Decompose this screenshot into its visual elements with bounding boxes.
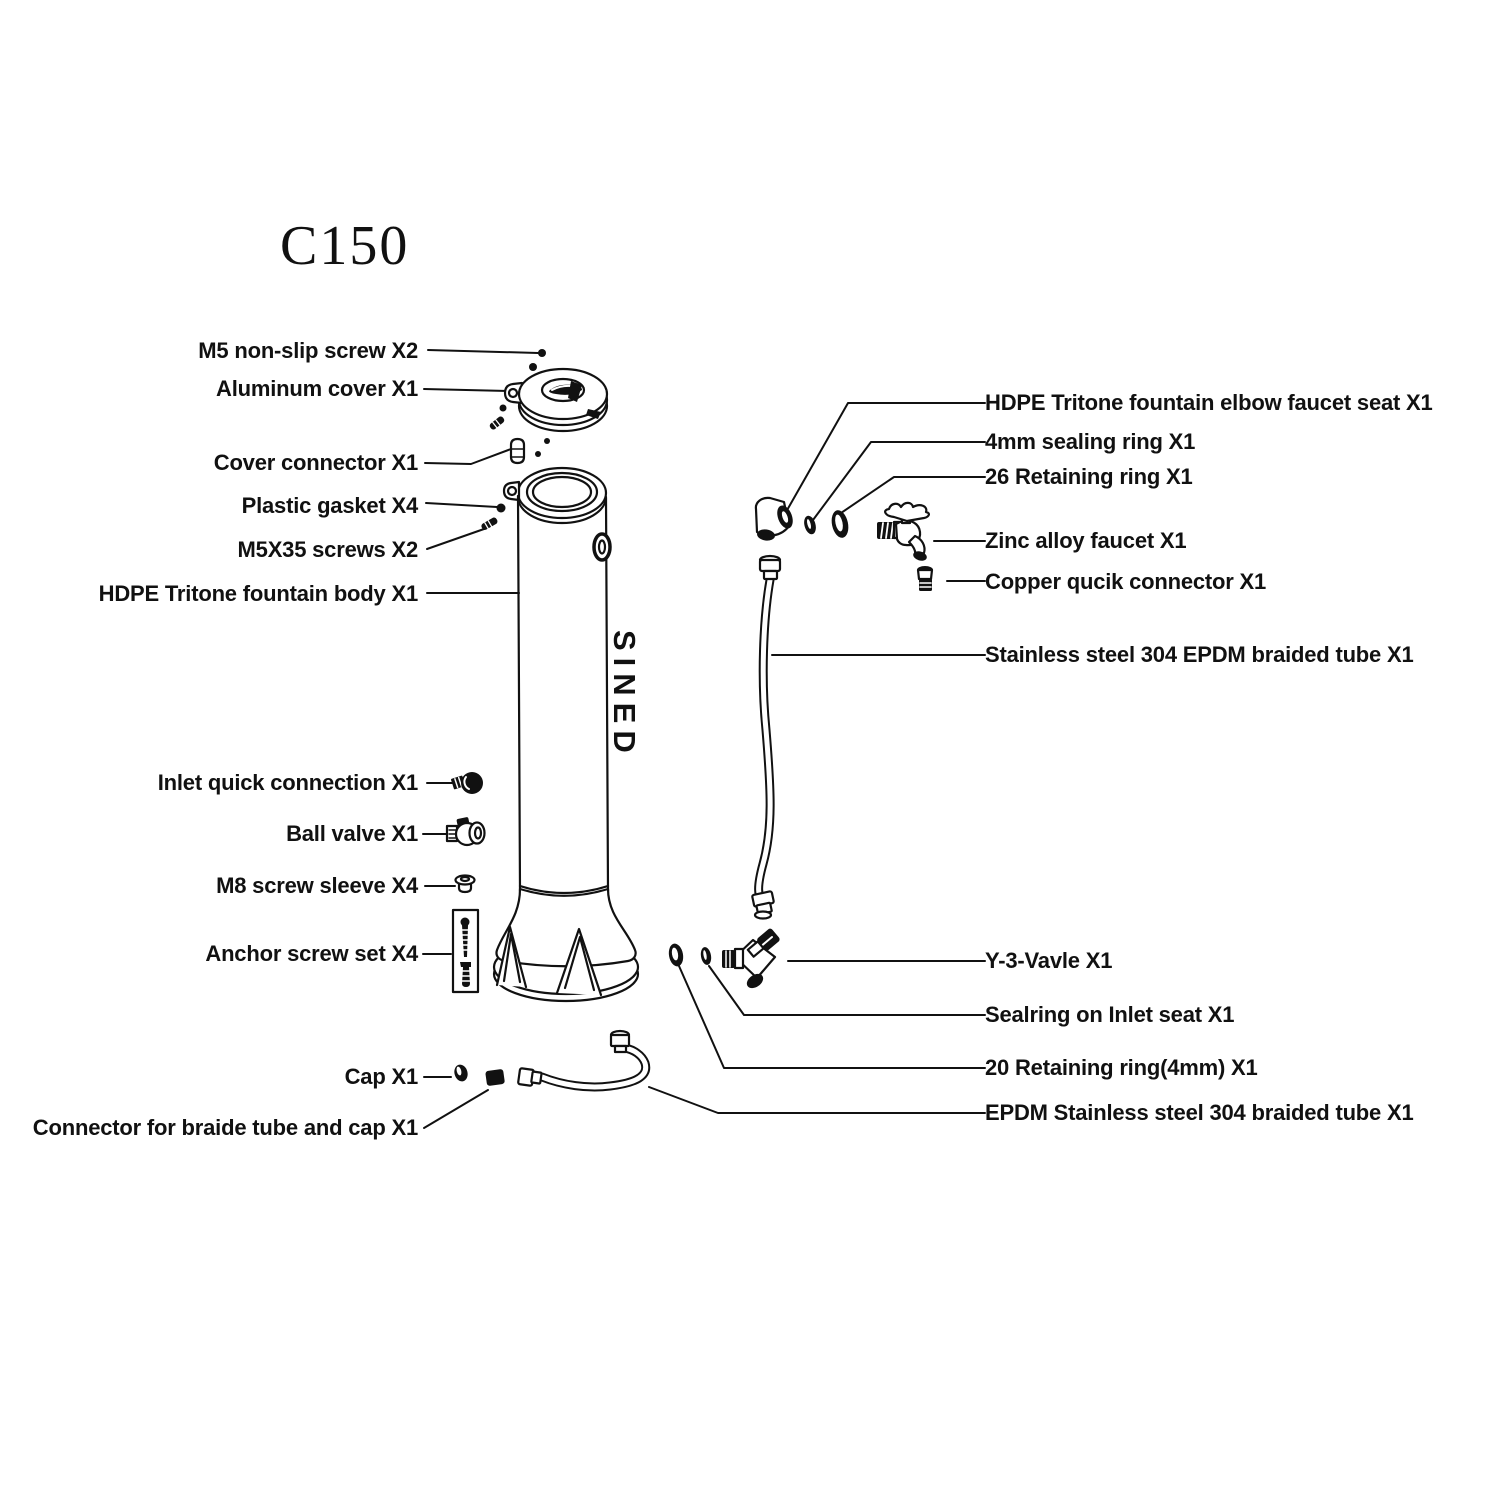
label-inlet-quick-connection: Inlet quick connection X1 <box>157 770 418 795</box>
label-cover-connector: Cover connector X1 <box>213 450 418 475</box>
m5x35-screw-drawing <box>481 517 498 530</box>
label-4mm-sealing-ring: 4mm sealing ring X1 <box>985 429 1196 454</box>
braided-tube-long-drawing <box>751 554 782 920</box>
retaining-ring-20-drawing <box>668 943 684 967</box>
angled-screw-1 <box>489 416 505 430</box>
label-sealring-inlet-seat: Sealring on Inlet seat X1 <box>985 1002 1235 1027</box>
sealring-inlet-drawing <box>700 947 712 965</box>
label-copper-quick-connector: Copper qucik connector X1 <box>985 569 1267 594</box>
body-brand-text: SINED <box>607 630 642 760</box>
aluminum-cover-drawing <box>503 367 609 433</box>
y3-valve-drawing <box>722 928 780 989</box>
leader-lines <box>422 349 986 1129</box>
label-braide-tube-connector: Connector for braide tube and cap X1 <box>32 1115 418 1140</box>
m5-screws-drawing <box>499 349 550 457</box>
label-zinc-alloy-faucet: Zinc alloy faucet X1 <box>985 528 1187 553</box>
label-elbow-faucet-seat: HDPE Tritone fountain elbow faucet seat … <box>985 390 1433 415</box>
body-logo-ring <box>592 532 612 562</box>
fountain-body-drawing: SINED <box>492 466 642 1003</box>
tube-cap-connector-drawing <box>485 1069 505 1086</box>
label-plastic-gasket: Plastic gasket X4 <box>241 493 419 518</box>
label-ball-valve: Ball valve X1 <box>286 821 418 846</box>
label-epdm-braided-tube: EPDM Stainless steel 304 braided tube X1 <box>985 1100 1414 1125</box>
sealing-ring-4mm-drawing <box>804 515 816 535</box>
label-26-retaining-ring: 26 Retaining ring X1 <box>985 464 1193 489</box>
anchor-screw-set-drawing <box>451 908 480 994</box>
retaining-ring-26-drawing <box>831 510 849 538</box>
cap-drawing <box>454 1064 468 1082</box>
label-m8-screw-sleeve: M8 screw sleeve X4 <box>216 873 418 898</box>
plastic-gasket-drawing <box>496 503 506 513</box>
label-cap: Cap X1 <box>344 1064 419 1089</box>
label-m5-non-slip-screw: M5 non-slip screw X2 <box>198 338 418 363</box>
page-title: C150 <box>280 215 410 277</box>
label-fountain-body: HDPE Tritone fountain body X1 <box>98 581 419 606</box>
elbow-faucet-seat-drawing <box>754 496 793 541</box>
label-20-retaining-ring: 20 Retaining ring(4mm) X1 <box>985 1055 1258 1080</box>
copper-connector-drawing <box>916 566 934 591</box>
cover-connector-drawing <box>509 437 526 465</box>
zinc-faucet-drawing <box>877 501 930 561</box>
braided-tube-short-drawing <box>517 1029 651 1092</box>
m8-screw-sleeve-drawing <box>454 874 476 894</box>
label-anchor-screw-set: Anchor screw set X4 <box>205 941 418 966</box>
label-m5x35-screws: M5X35 screws X2 <box>237 537 419 562</box>
label-y3-valve: Y-3-Vavle X1 <box>985 948 1113 973</box>
label-stainless-braided-tube: Stainless steel 304 EPDM braided tube X1 <box>985 642 1414 667</box>
inlet-quick-connection-drawing <box>451 772 483 794</box>
label-aluminum-cover: Aluminum cover X1 <box>216 376 418 401</box>
ball-valve-drawing <box>445 817 486 847</box>
